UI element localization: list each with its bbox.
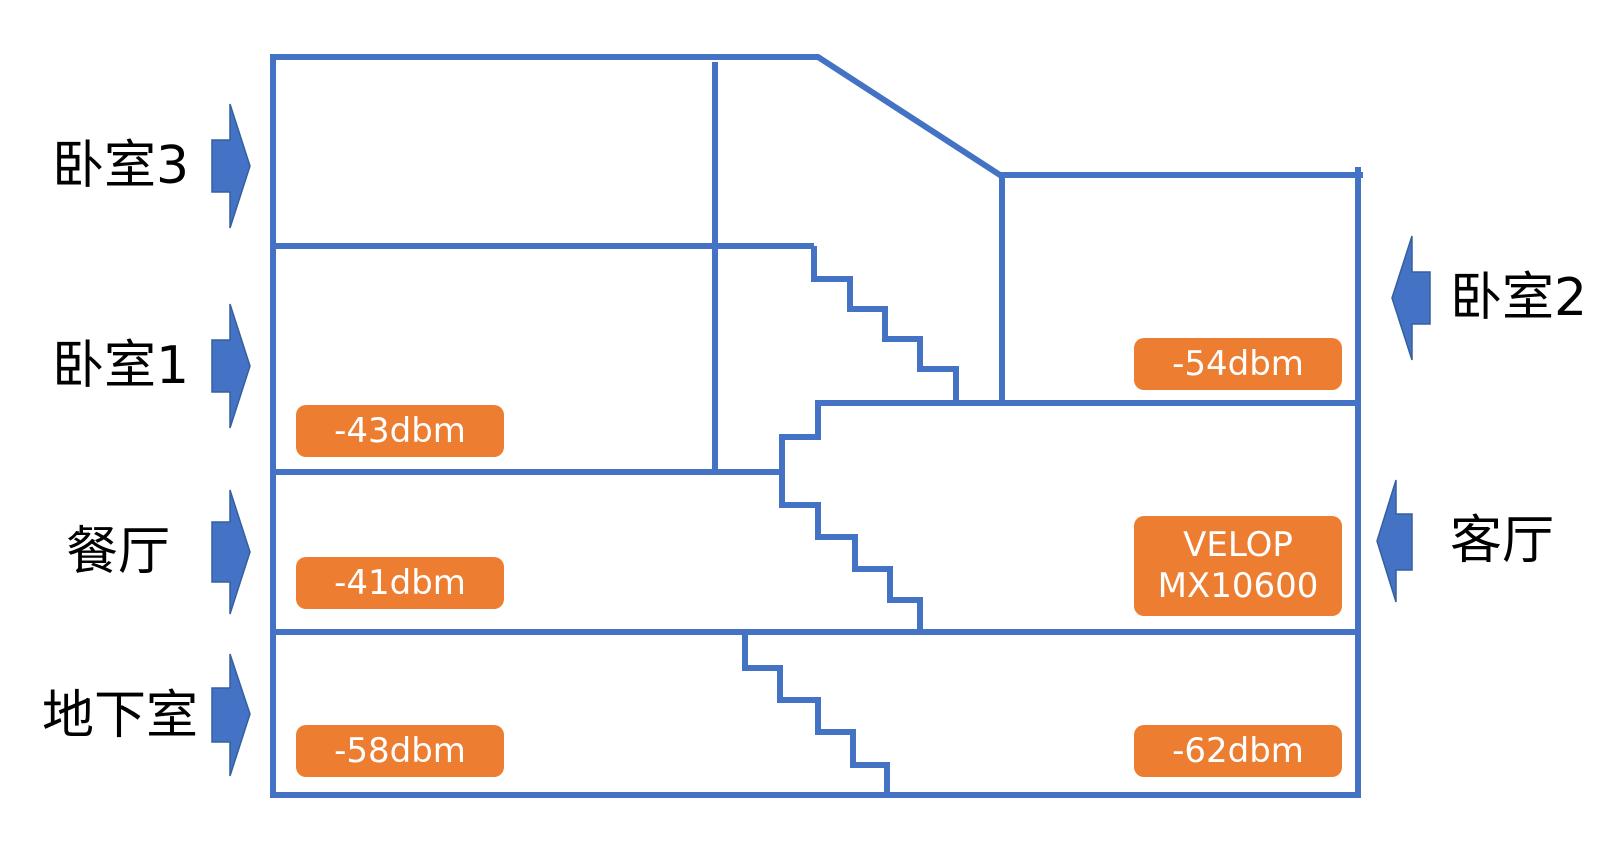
arrow-dining: [211, 489, 251, 615]
room-label-basement: 地下室: [42, 686, 199, 746]
stairs-middle: [779, 400, 923, 632]
room-label-bedroom2: 卧室2: [1450, 268, 1588, 328]
signal-badge-basement-left: -58dbm: [296, 725, 504, 777]
signal-badge-basement-right: -62dbm: [1134, 725, 1342, 777]
router-model-line1: VELOP: [1183, 525, 1293, 566]
room-label-living: 客厅: [1450, 511, 1555, 571]
room-label-bedroom3: 卧室3: [52, 136, 190, 196]
arrow-basement: [211, 653, 251, 777]
roof-line: [270, 54, 1363, 178]
router-model-line2: MX10600: [1157, 566, 1319, 606]
arrow-bedroom3: [211, 103, 251, 229]
signal-badge-bedroom1: -43dbm: [296, 405, 504, 457]
arrow-living: [1376, 479, 1413, 603]
stairs-upper: [811, 246, 959, 403]
stairs-lower: [715, 629, 890, 797]
signal-badge-bedroom2: -54dbm: [1134, 338, 1342, 390]
arrow-bedroom1: [211, 303, 251, 429]
arrow-bedroom2: [1391, 235, 1431, 361]
router-badge: VELOP MX10600: [1134, 516, 1342, 616]
room-label-bedroom1: 卧室1: [52, 336, 190, 396]
signal-badge-dining: -41dbm: [296, 557, 504, 609]
room-label-dining: 餐厅: [66, 522, 171, 582]
